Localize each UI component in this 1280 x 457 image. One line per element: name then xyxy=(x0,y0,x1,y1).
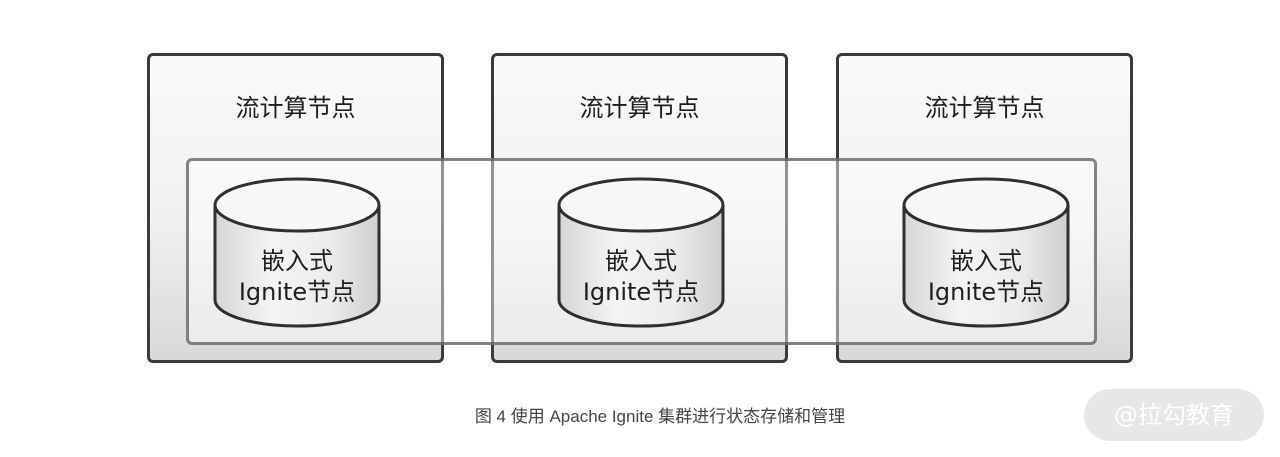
ignite-node-cylinder-1: 嵌入式 Ignite节点 xyxy=(212,176,382,330)
ignite-node-label: Ignite节点 xyxy=(238,278,356,306)
ignite-node-cylinder-2: 嵌入式 Ignite节点 xyxy=(556,176,726,330)
database-cylinder-icon xyxy=(902,177,1070,328)
database-cylinder-icon xyxy=(213,177,381,328)
watermark-badge: @拉勾教育 xyxy=(1084,389,1264,441)
embedded-label: 嵌入式 xyxy=(605,247,677,275)
stream-node-title: 流计算节点 xyxy=(579,94,700,122)
stream-node-title: 流计算节点 xyxy=(924,94,1045,122)
ignite-node-label: Ignite节点 xyxy=(582,278,700,306)
ignite-node-label: Ignite节点 xyxy=(927,278,1045,306)
ignite-node-cylinder-3: 嵌入式 Ignite节点 xyxy=(901,176,1071,330)
embedded-label: 嵌入式 xyxy=(261,247,333,275)
database-cylinder-icon xyxy=(557,177,725,328)
embedded-label: 嵌入式 xyxy=(950,247,1022,275)
figure-caption: 图 4 使用 Apache Ignite 集群进行状态存储和管理 xyxy=(474,407,846,426)
stream-node-title: 流计算节点 xyxy=(235,94,356,122)
